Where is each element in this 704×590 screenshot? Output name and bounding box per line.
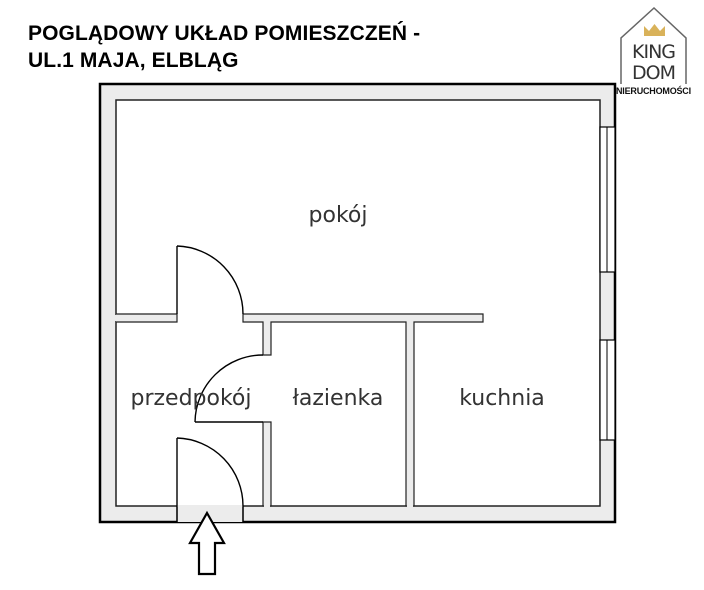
room-label-przedpokoj: przedpokój bbox=[130, 386, 251, 411]
entrance-arrow-icon bbox=[188, 510, 226, 576]
logo-king-text: KING bbox=[632, 41, 675, 63]
logo-subtitle: NIERUCHOMOŚCI bbox=[616, 86, 691, 96]
window-lower bbox=[599, 339, 616, 441]
crown-house-icon bbox=[620, 6, 687, 84]
kingdom-logo: KING DOM bbox=[620, 6, 687, 84]
door-lazienka bbox=[194, 354, 264, 423]
title-line-1: POGLĄDOWY UKŁAD POMIESZCZEŃ - bbox=[28, 22, 421, 45]
page-title: POGLĄDOWY UKŁAD POMIESZCZEŃ - UL.1 MAJA,… bbox=[28, 20, 420, 74]
outer-walls bbox=[98, 82, 617, 524]
title-line-2: UL.1 MAJA, ELBLĄG bbox=[28, 49, 239, 72]
room-label-pokoj: pokój bbox=[309, 203, 368, 228]
room-label-lazienka: łazienka bbox=[293, 386, 384, 411]
interior-walls bbox=[116, 313, 484, 507]
door-entrance bbox=[176, 437, 244, 522]
room-label-kuchnia: kuchnia bbox=[459, 386, 545, 411]
window-upper bbox=[599, 126, 616, 273]
logo-dom-text: DOM bbox=[632, 62, 675, 84]
door-pokoj bbox=[176, 245, 244, 315]
